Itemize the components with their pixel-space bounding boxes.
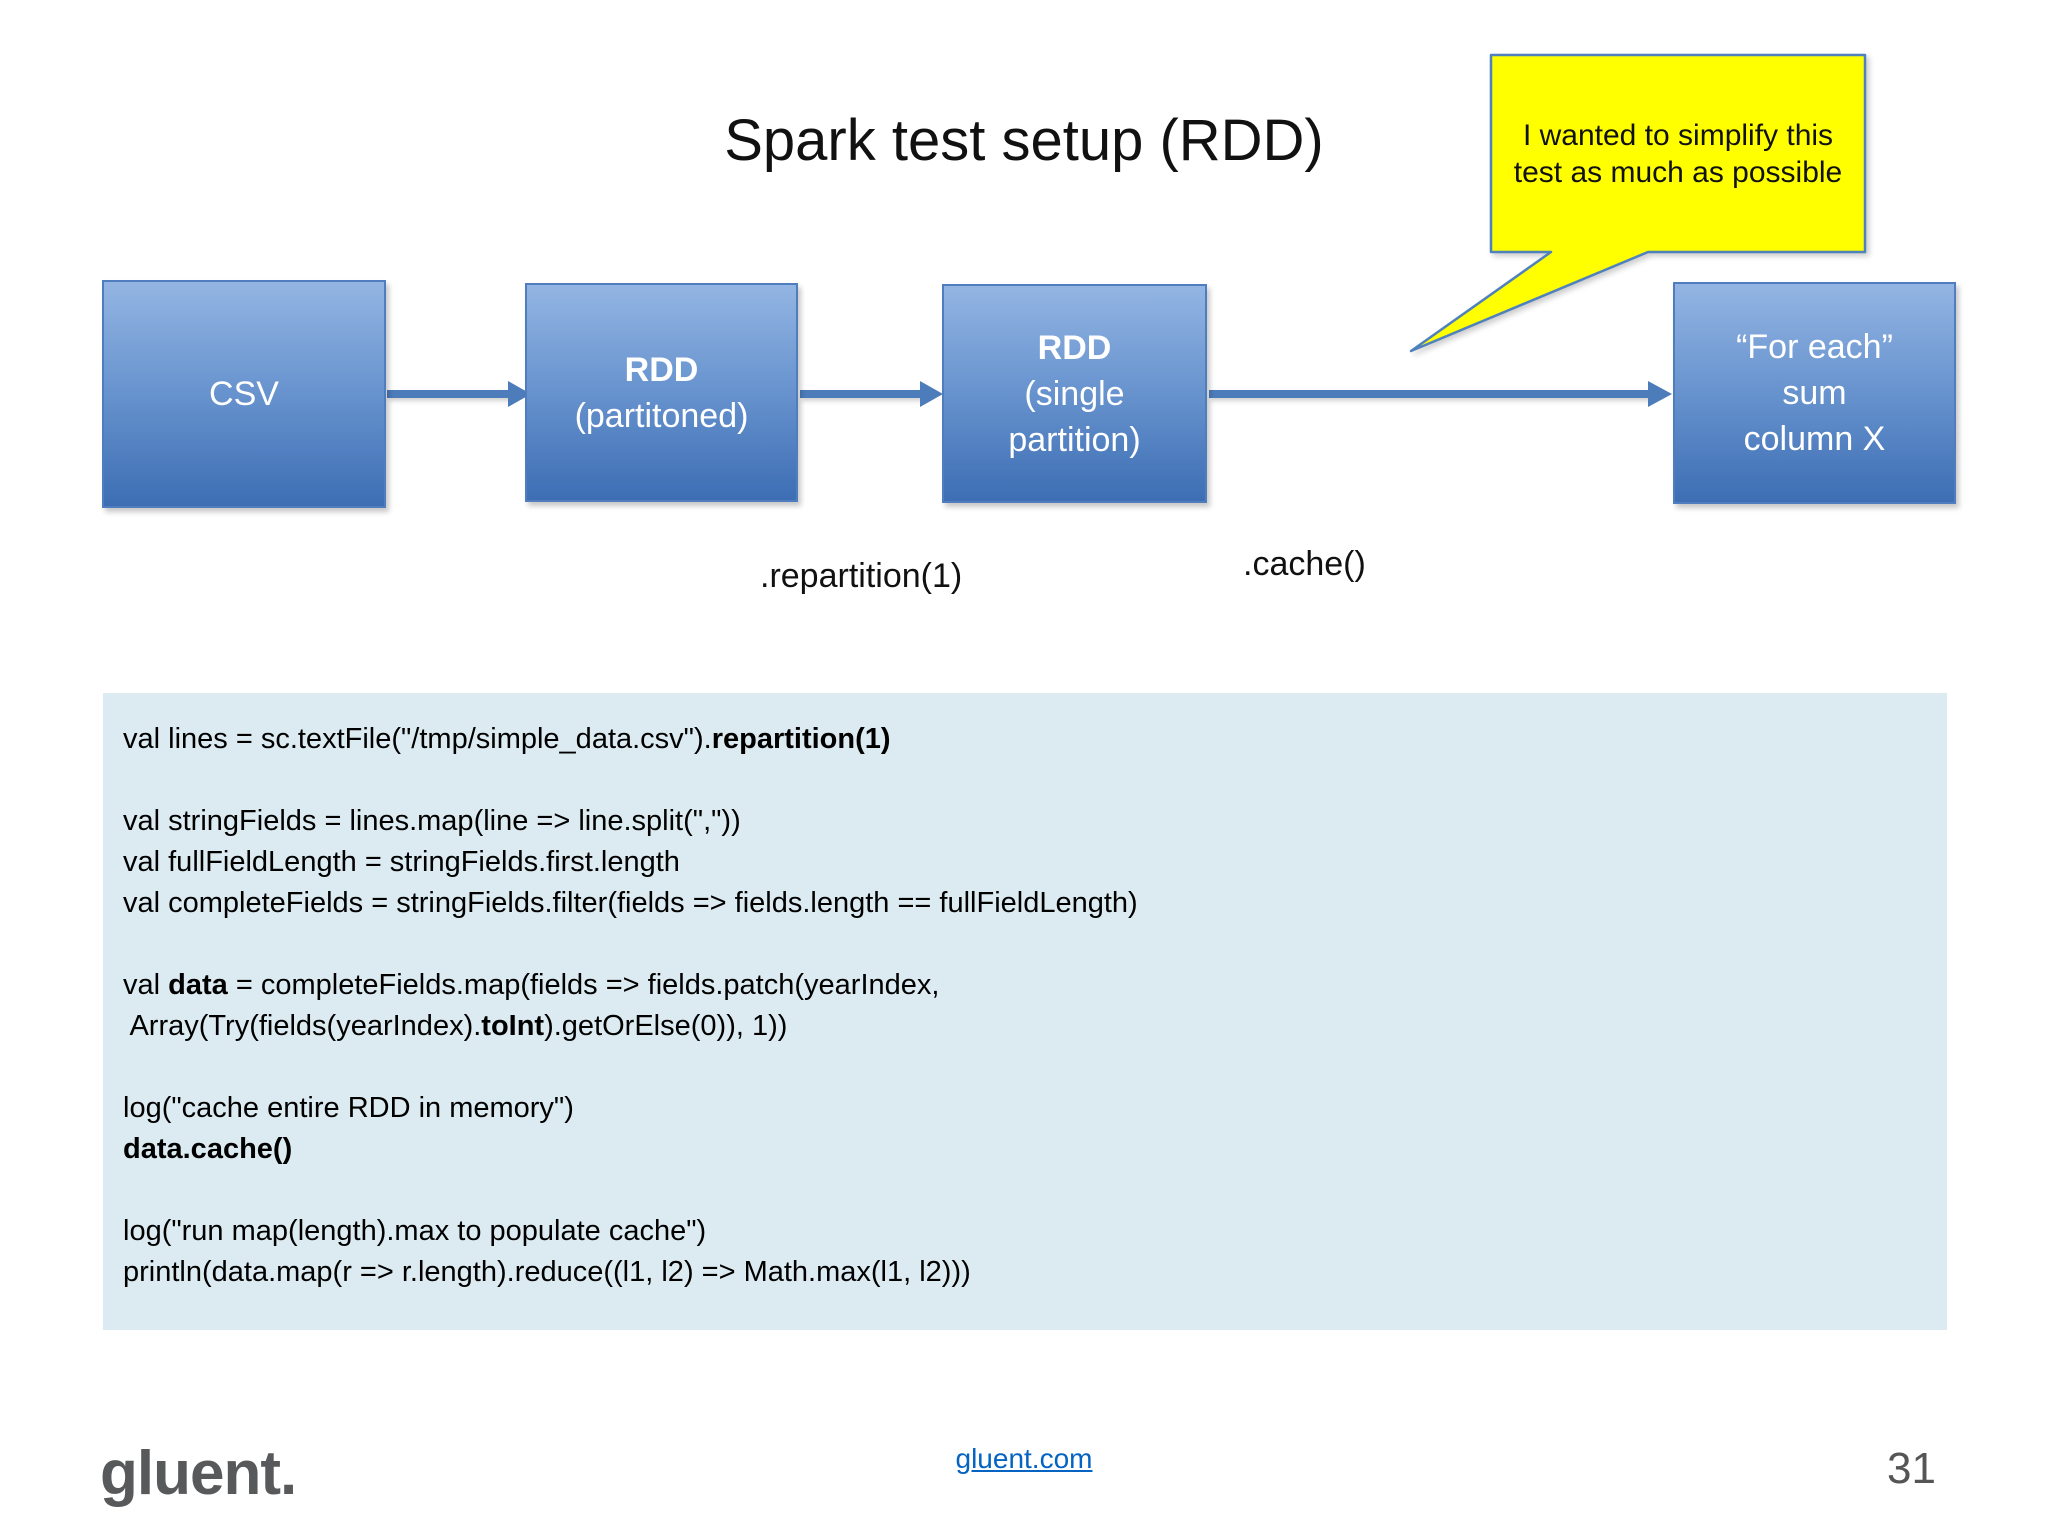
flow-box-foreach-sum: “For each” sum column X	[1673, 282, 1956, 504]
footer-link-wrap: gluent.com	[0, 1443, 2048, 1475]
cache-label: .cache()	[1243, 545, 1366, 583]
code-line: log("cache entire RDD in memory")	[123, 1092, 574, 1124]
code-line: val completeFields = stringFields.filter…	[123, 887, 1138, 919]
code-line: log("run map(length).max to populate cac…	[123, 1215, 707, 1247]
code-line	[123, 1170, 1927, 1211]
code-line: data.cache()	[123, 1133, 293, 1165]
page-number: 31	[1887, 1444, 1936, 1493]
box-label: CSV	[209, 375, 279, 413]
code-line: val lines = sc.textFile("/tmp/simple_dat…	[123, 723, 891, 755]
code-line	[123, 760, 1927, 801]
page-title: Spark test setup (RDD)	[724, 107, 1324, 173]
code-line: Array(Try(fields(yearIndex).toInt).getOr…	[123, 1010, 788, 1042]
footer-logo: gluent.	[100, 1439, 297, 1508]
box-label: “For each”	[1736, 328, 1893, 366]
box-label: partition)	[1008, 420, 1141, 459]
code-line: val data = completeFields.map(fields => …	[123, 969, 940, 1001]
code-block: val lines = sc.textFile("/tmp/simple_dat…	[103, 693, 1947, 1330]
flow-box-rdd-partitioned: RDD (partitoned)	[525, 283, 798, 502]
code-line: val fullFieldLength = stringFields.first…	[123, 846, 680, 878]
callout-text: I wanted to simplify this test as much a…	[1513, 119, 1843, 189]
repartition-label: .repartition(1)	[760, 557, 963, 595]
box-label: (partitoned)	[574, 396, 749, 435]
box-label: column X	[1743, 420, 1886, 458]
flow-arrow-2	[800, 381, 943, 407]
flow-box-csv: CSV	[102, 280, 386, 508]
gluent-com-link[interactable]: gluent.com	[955, 1443, 1093, 1474]
code-line	[123, 1047, 1927, 1088]
flow-arrow-1	[387, 381, 531, 407]
code-line: println(data.map(r => r.length).reduce((…	[123, 1256, 971, 1288]
box-label: RDD	[1037, 328, 1112, 367]
arrow-head-icon	[1648, 381, 1672, 407]
arrow-head-icon	[920, 381, 943, 407]
flow-arrow-3	[1209, 381, 1672, 407]
box-label: RDD	[624, 350, 699, 389]
code-line	[123, 924, 1927, 965]
box-label: sum	[1782, 374, 1847, 412]
code-line: val stringFields = lines.map(line => lin…	[123, 805, 741, 837]
box-label: (single	[1024, 374, 1125, 413]
flow-box-rdd-single-partition: RDD (single partition)	[942, 284, 1207, 503]
